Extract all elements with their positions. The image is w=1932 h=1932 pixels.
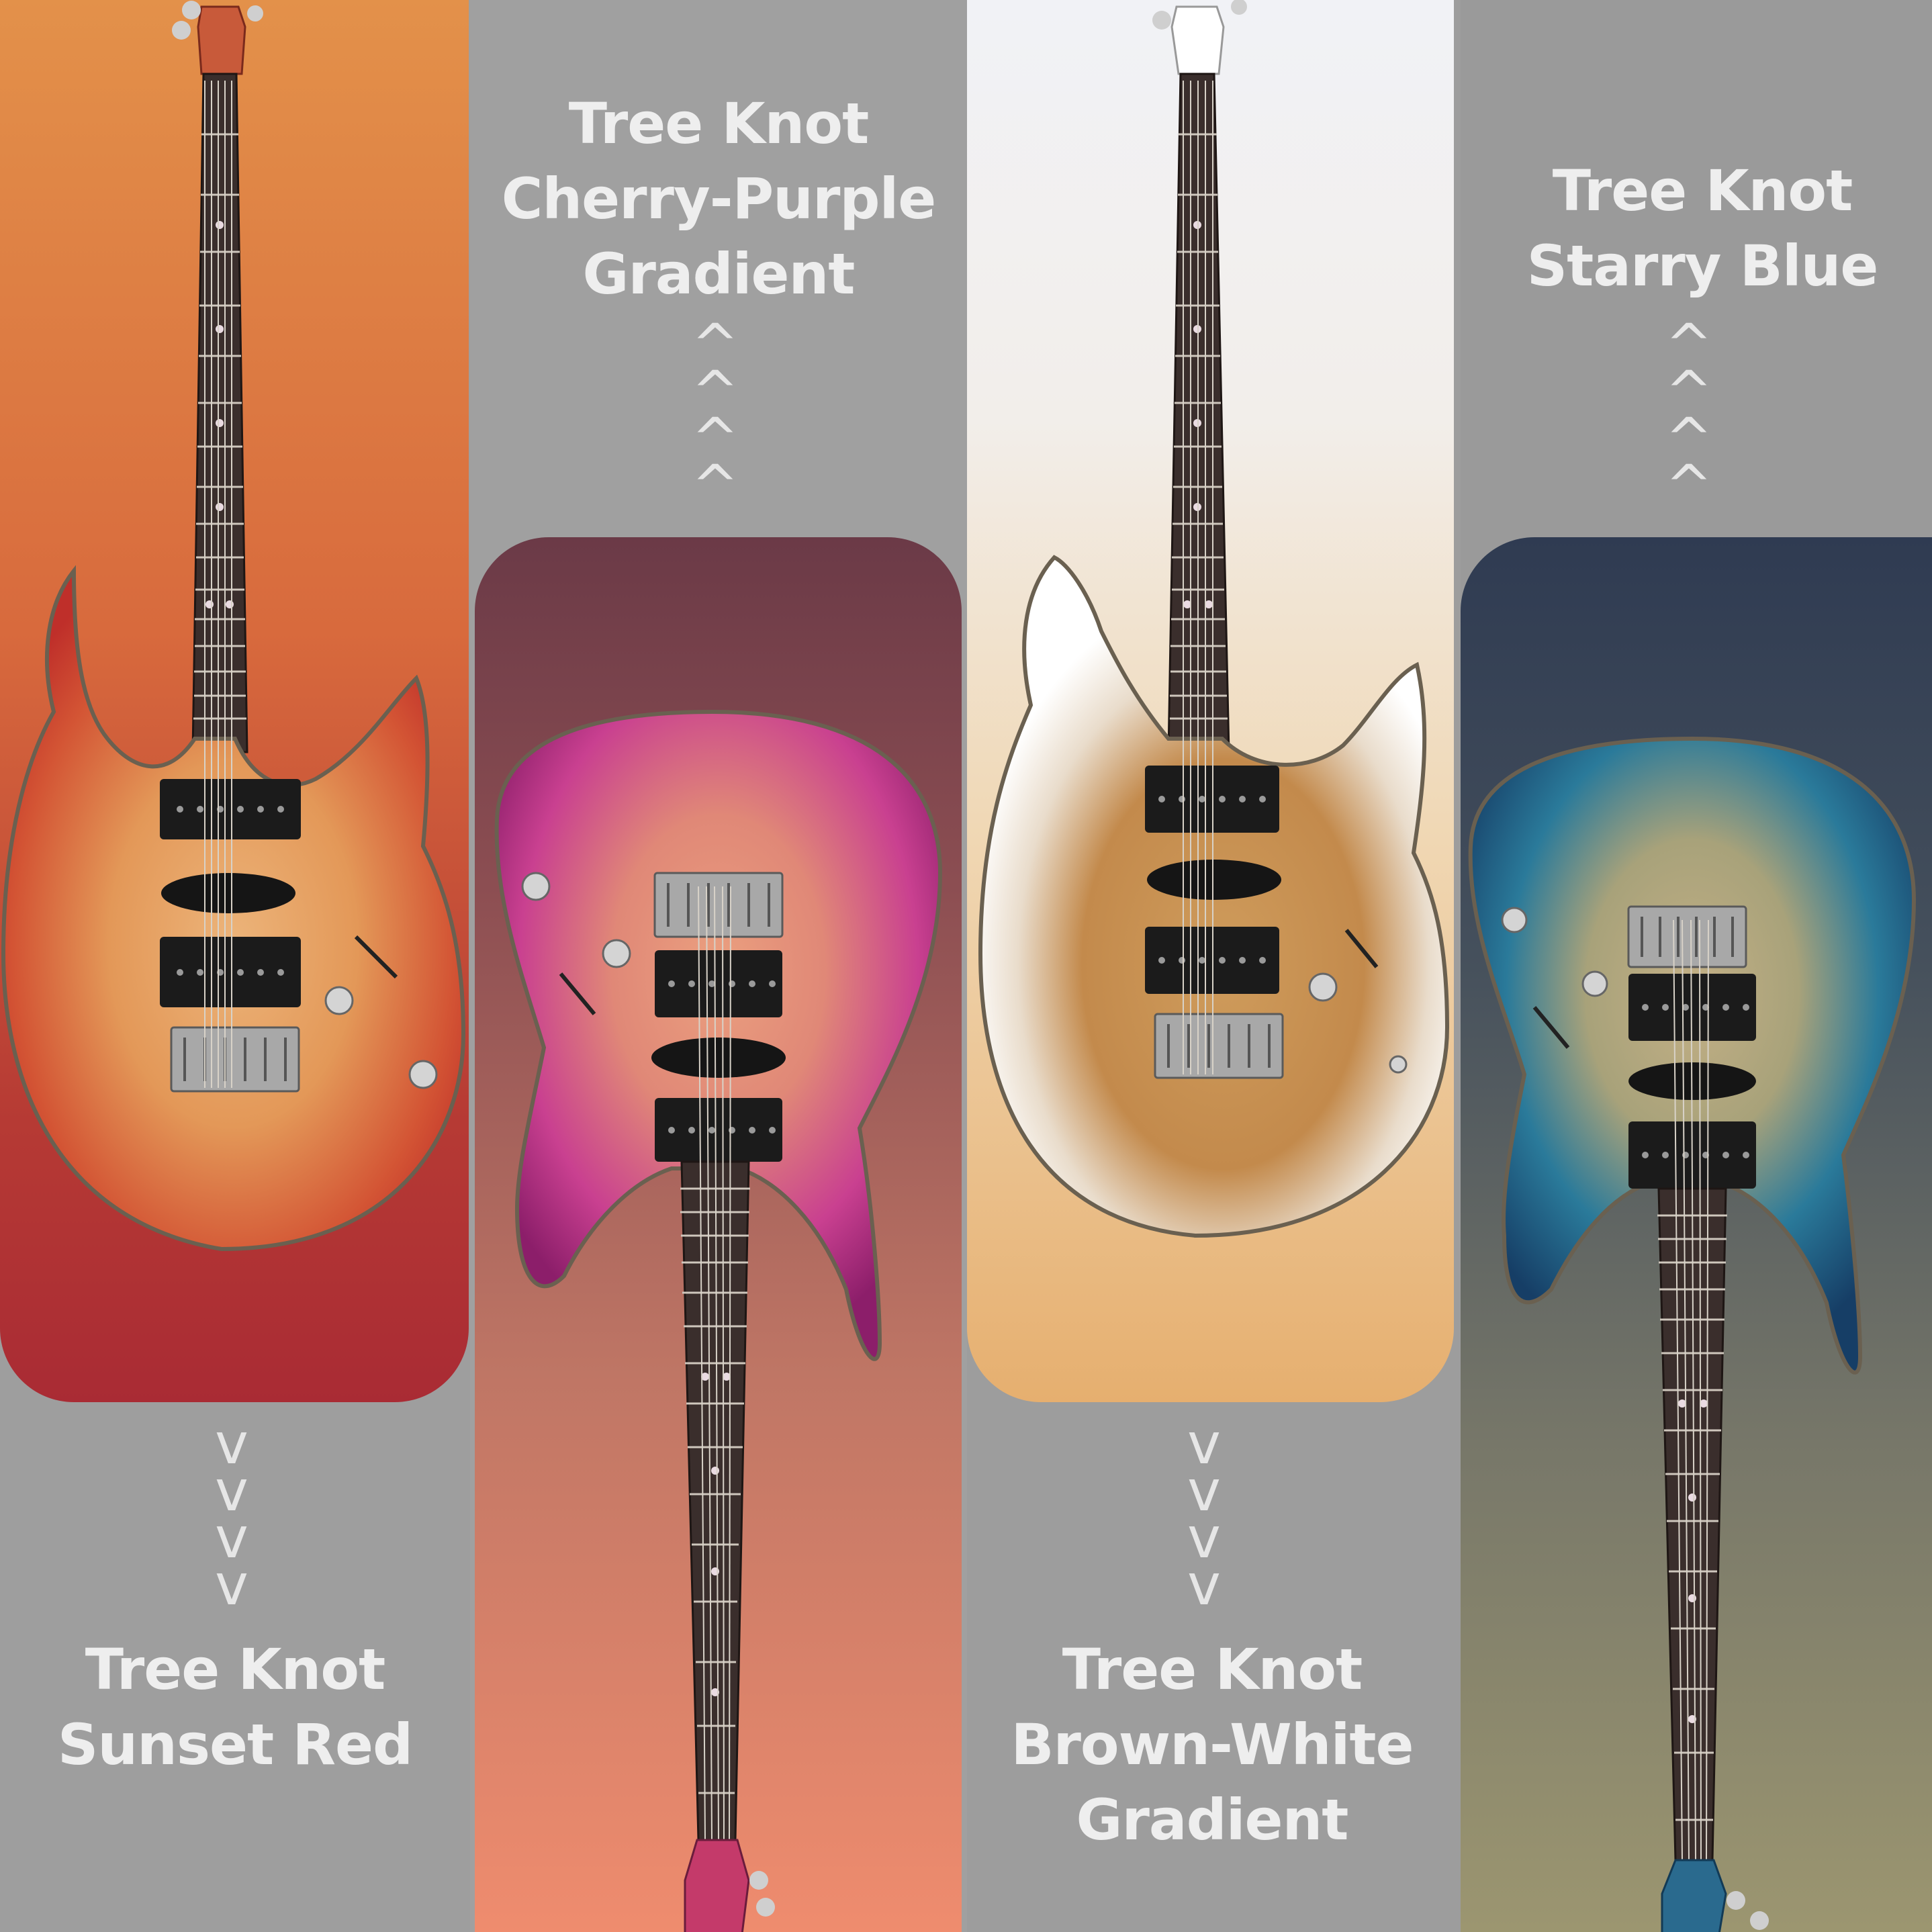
- chevron: v: [215, 1458, 248, 1524]
- label-line: Brown-White: [1011, 1712, 1414, 1778]
- label-line: Tree Knot: [85, 1637, 385, 1702]
- label-line: Cherry-Purple: [501, 166, 937, 232]
- guitar-cherry-purple-icon: [494, 709, 943, 1932]
- chevron: v: [1187, 1411, 1221, 1477]
- chevron: v: [215, 1411, 248, 1477]
- guitar-brown-white-icon: [978, 0, 1450, 1238]
- chevron-up-icon: ^ ^ ^ ^: [688, 312, 742, 518]
- guitar-label-cherry-purple: Tree Knot Cherry-Purple Gradient: [484, 86, 954, 312]
- guitar-starry-blue-icon: [1468, 736, 1917, 1932]
- guitar-label-sunset-red: Tree Knot Sunset Red: [34, 1632, 436, 1782]
- guitar-sunset-red-icon: [1, 1, 466, 1252]
- label-line: Gradient: [1076, 1787, 1349, 1853]
- label-line: Sunset Red: [57, 1712, 413, 1778]
- chevron: ^: [691, 453, 739, 518]
- label-line: Tree Knot: [1552, 158, 1853, 224]
- label-line: Starry Blue: [1526, 233, 1879, 299]
- label-line: Gradient: [582, 241, 856, 307]
- guitar-label-starry-blue: Tree Knot Starry Blue: [1494, 153, 1911, 304]
- chevron: ^: [1665, 406, 1713, 471]
- label-line: Tree Knot: [568, 91, 869, 156]
- chevron: ^: [691, 359, 739, 424]
- chevron-down-icon: v v v v: [1177, 1411, 1231, 1618]
- chevron: ^: [1665, 359, 1713, 424]
- chevron: v: [215, 1505, 248, 1571]
- chevron: ^: [1665, 312, 1713, 377]
- guitar-label-brown-white: Tree Knot Brown-White Gradient: [977, 1632, 1447, 1857]
- chevron-up-icon: ^ ^ ^ ^: [1662, 312, 1716, 518]
- label-line: Tree Knot: [1062, 1637, 1363, 1702]
- chevron: v: [1187, 1552, 1221, 1618]
- chevron: ^: [691, 406, 739, 471]
- chevron: ^: [691, 312, 739, 377]
- chevron: v: [1187, 1458, 1221, 1524]
- chevron: ^: [1665, 453, 1713, 518]
- chevron: v: [1187, 1505, 1221, 1571]
- chevron-down-icon: v v v v: [205, 1411, 259, 1618]
- chevron: v: [215, 1552, 248, 1618]
